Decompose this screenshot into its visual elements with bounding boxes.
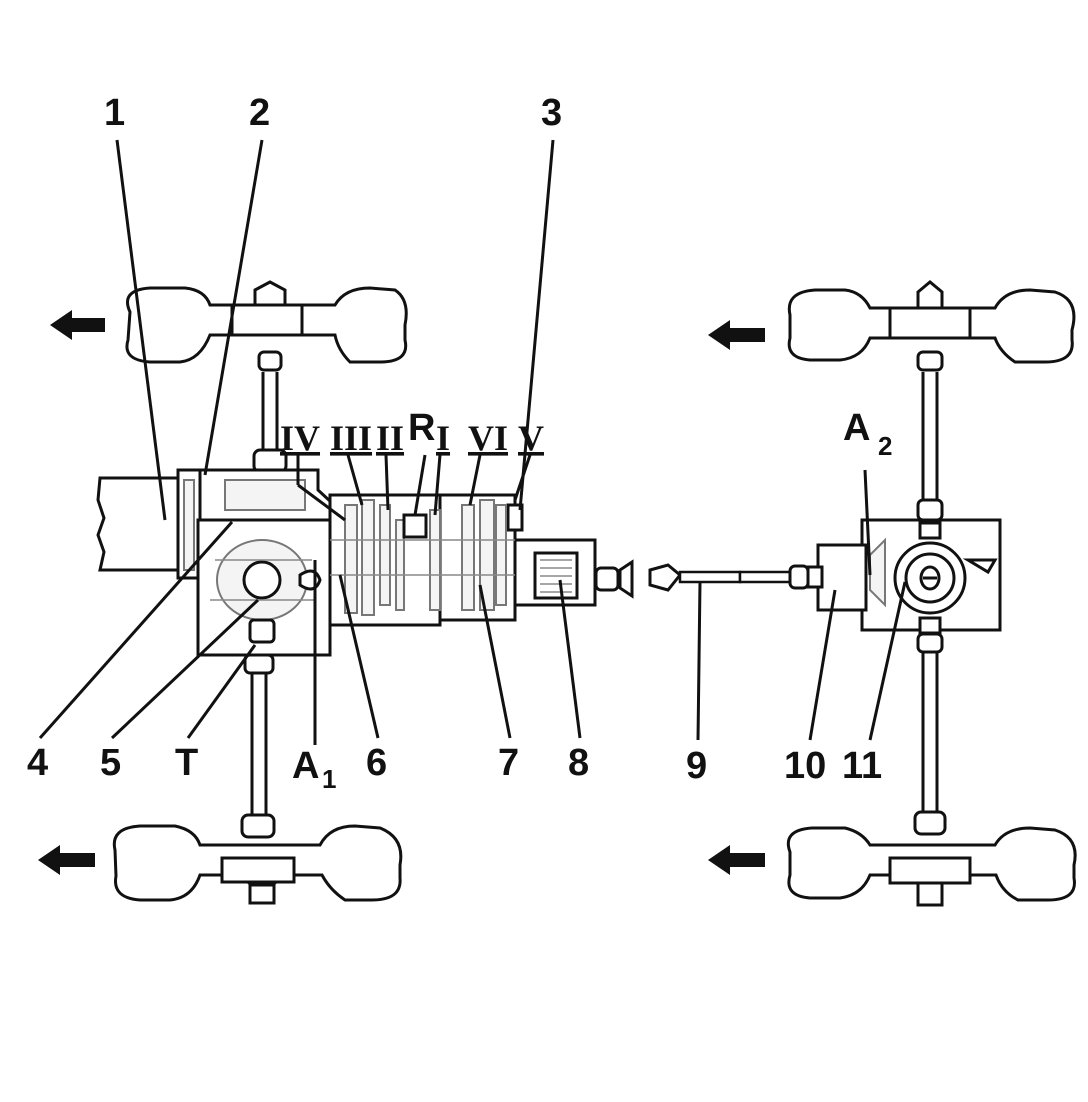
rear-lower-halfshaft: [913, 632, 947, 836]
gear-label-III: III: [330, 418, 372, 458]
label-7: 7: [498, 742, 519, 784]
label-A1: A: [292, 745, 319, 787]
label-4: 4: [27, 742, 48, 784]
label-11: 11: [842, 745, 882, 787]
front-top-wheel: [125, 280, 408, 364]
gear-sets: [330, 499, 515, 616]
label-8: 8: [568, 742, 589, 784]
front-upper-halfshaft: [252, 350, 288, 474]
rear-top-wheel: [787, 280, 1076, 364]
leader-lines: [38, 139, 907, 745]
gear-label-V: V: [518, 418, 544, 458]
label-A1-subscript: 1: [322, 764, 336, 794]
gear-label-I: I: [436, 418, 450, 458]
label-T: T: [175, 742, 198, 784]
label-A2-subscript: 2: [878, 431, 892, 461]
center-differential: [533, 551, 579, 600]
label-6: 6: [366, 742, 387, 784]
label-2: 2: [249, 92, 270, 134]
gear-labels: IV III II R I VI V: [280, 407, 544, 458]
front-bottom-wheel: [112, 824, 403, 905]
clutch-housing: [198, 468, 347, 522]
gear-label-VI: VI: [468, 418, 508, 458]
gear-label-IV: IV: [280, 418, 320, 458]
rear-upper-halfshaft: [916, 350, 944, 522]
label-1: 1: [104, 92, 125, 134]
propeller-shaft: [594, 559, 810, 599]
rear-final-drive: [806, 518, 1002, 635]
label-10: 10: [784, 745, 826, 787]
direction-arrow-rear-bottom: [708, 845, 765, 875]
gear-label-II: II: [376, 418, 404, 458]
front-differential-housing: [196, 518, 332, 657]
engine-block: [96, 468, 202, 580]
label-A2: A: [843, 407, 870, 449]
gear-label-R: R: [408, 407, 435, 449]
label-9: 9: [686, 745, 707, 787]
direction-arrow-front-top: [50, 310, 105, 340]
label-3: 3: [541, 92, 562, 134]
direction-arrow-rear-top: [708, 320, 765, 350]
label-5: 5: [100, 742, 121, 784]
part-number-labels: 1 2 3 4 5 T A 1 6 7 8 9 10 11 A 2: [27, 92, 892, 794]
front-lower-halfshaft: [240, 653, 276, 839]
direction-arrow-front-bottom: [38, 845, 95, 875]
rear-bottom-wheel: [786, 826, 1077, 907]
